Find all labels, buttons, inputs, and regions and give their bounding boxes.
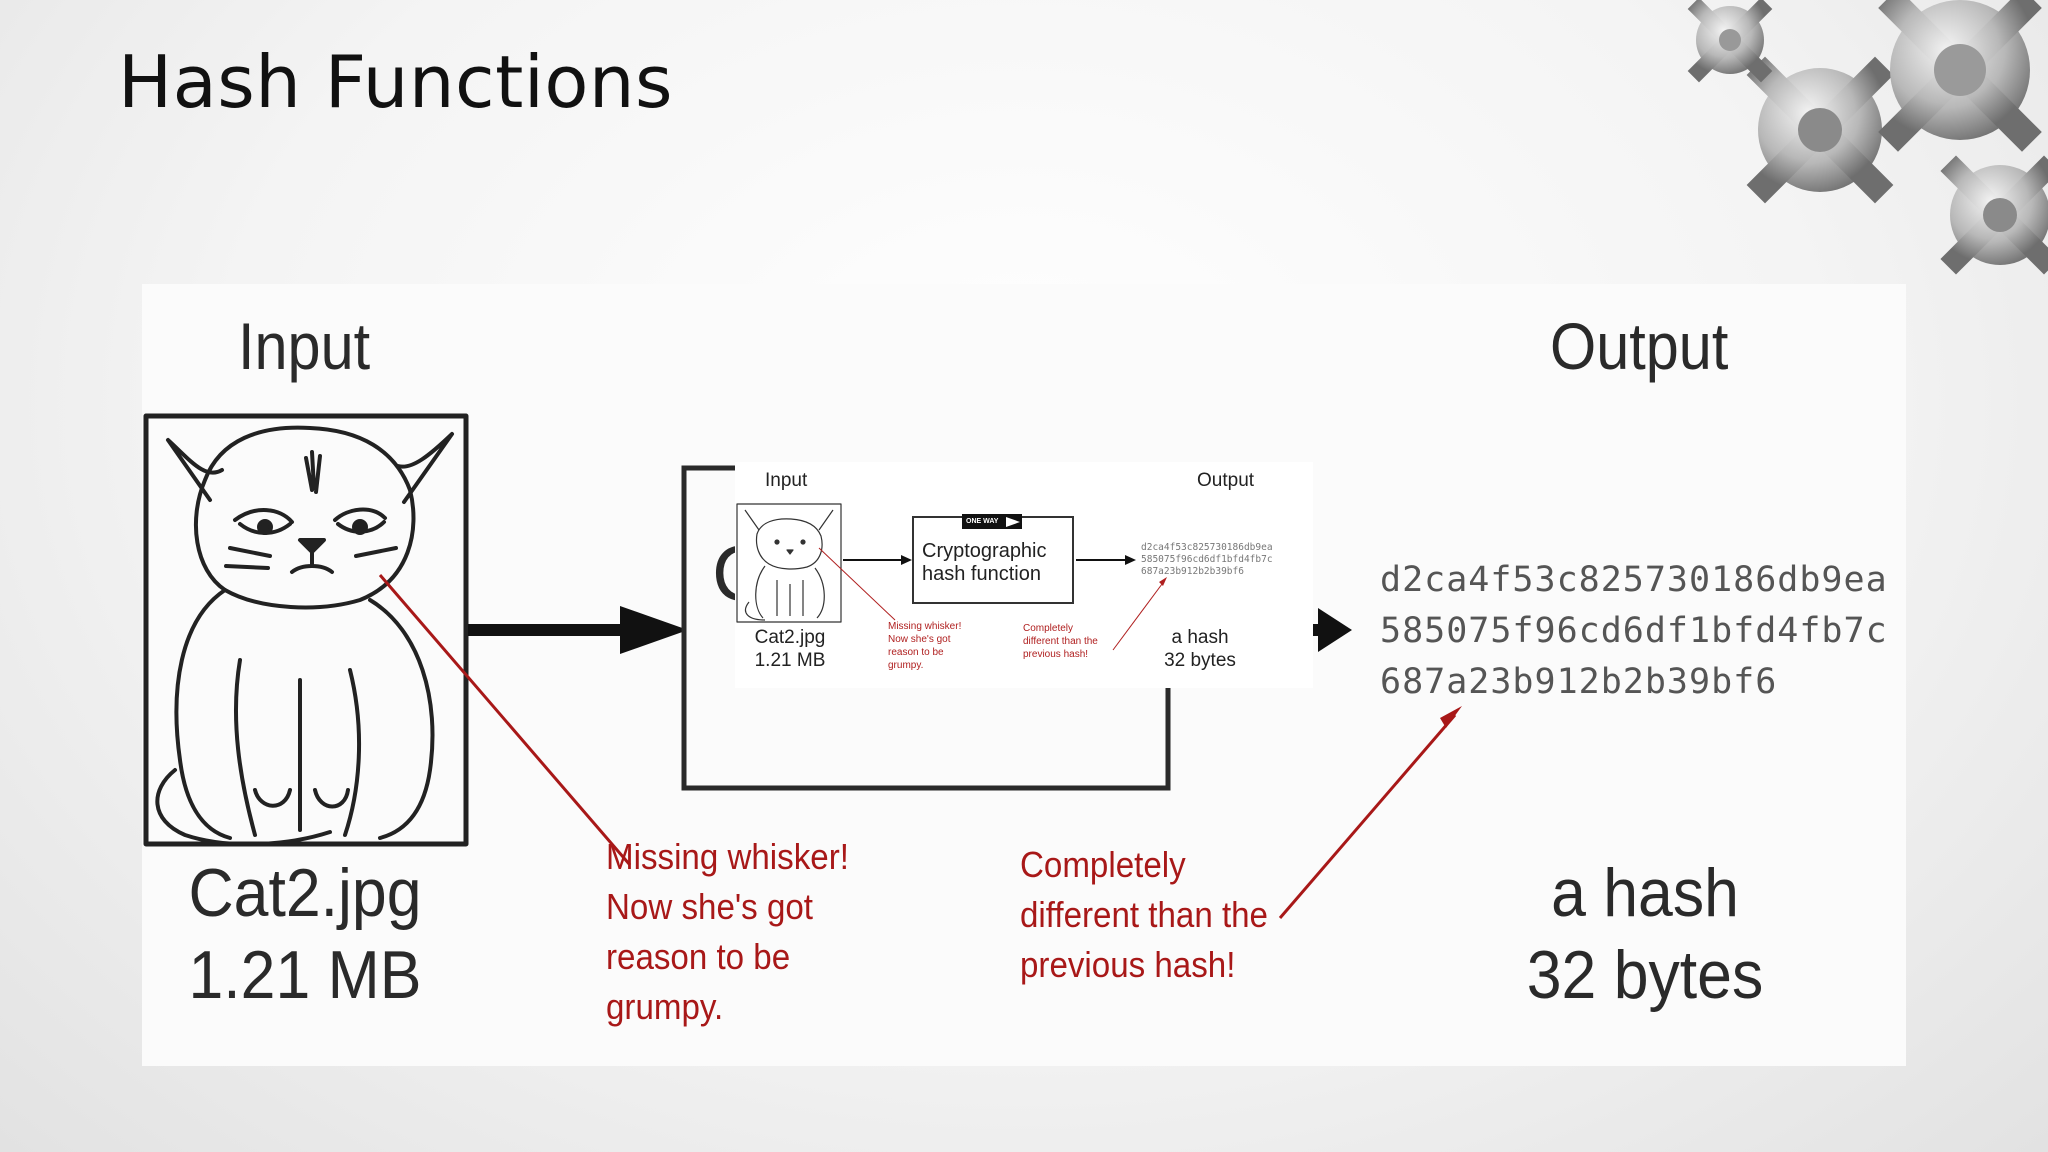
note-line: different than the [1020, 894, 1268, 935]
inset-graphics [736, 503, 1167, 651]
hash-line: d2ca4f53c825730186db9ea [1141, 542, 1273, 553]
hash-line: 687a23b912b2b39bf6 [1141, 566, 1244, 577]
note-line: different than the [1023, 636, 1098, 647]
whisker-note: Missing whisker! Now she's got reason to… [606, 832, 849, 1032]
hash-line: 585075f96cd6df1bfd4fb7c [1380, 611, 1888, 651]
input-caption: Cat2.jpg 1.21 MB [167, 852, 443, 1016]
inset-different-note: Completely different than the previous h… [1023, 622, 1098, 661]
inset-input-caption: Cat2.jpg 1.21 MB [735, 626, 845, 672]
gear-icon [1729, 39, 1911, 221]
gears-decoration [1678, 0, 2048, 289]
note-line: Completely [1020, 844, 1186, 885]
one-way-sign-icon: ONE WAY [962, 514, 1022, 529]
function-label-line: hash function [922, 563, 1041, 585]
hash-pointer-head [1440, 706, 1462, 728]
inset-output-size: 32 bytes [1164, 650, 1236, 671]
note-line: Missing whisker! [888, 621, 962, 632]
note-line: reason to be [606, 936, 791, 977]
gear-icon [1858, 0, 2048, 172]
gear-icon [1926, 141, 2048, 289]
hash-output: d2ca4f53c825730186db9ea 585075f96cd6df1b… [1380, 555, 1888, 708]
output-caption: a hash 32 bytes [1502, 852, 1787, 1016]
function-label-line: Cryptographic [922, 540, 1047, 562]
hash-pointer [1278, 714, 1457, 919]
inset-whisker-note: Missing whisker! Now she's got reason to… [888, 620, 961, 672]
inset-hash-output: d2ca4f53c825730186db9ea 585075f96cd6df1b… [1141, 542, 1273, 578]
note-line: previous hash! [1020, 944, 1236, 985]
input-filesize: 1.21 MB [188, 937, 422, 1013]
note-line: grumpy. [606, 986, 724, 1027]
cat-image [143, 413, 469, 847]
input-filename: Cat2.jpg [188, 855, 422, 931]
output-heading: Output [1550, 309, 1729, 383]
arrow-input-head [620, 606, 688, 654]
inset-hash-function-box: ONE WAY Cryptographic hash function [912, 514, 1074, 604]
inset-input-heading: Input [765, 470, 808, 491]
inset-function-label: Cryptographic hash function [922, 540, 1047, 586]
note-line: Missing whisker! [606, 836, 849, 877]
note-line: previous hash! [1023, 649, 1089, 660]
slide-title: Hash Functions [118, 40, 674, 124]
inset-output-heading: Output [1197, 470, 1255, 491]
inset-diagram: Input Output ONE WAY Cryptographic hash … [735, 462, 1313, 688]
inset-output-name: a hash [1171, 627, 1229, 648]
hash-line: 585075f96cd6df1bfd4fb7c [1141, 554, 1273, 565]
gear-icon [1678, 0, 1782, 92]
cat-image [736, 503, 842, 623]
inset-input-filesize: 1.21 MB [754, 650, 826, 671]
note-line: Completely [1023, 623, 1074, 634]
arrow-output-head [1318, 608, 1352, 652]
note-line: Now she's got [606, 886, 813, 927]
whisker-pointer [378, 574, 632, 866]
note-line: reason to be [888, 647, 944, 658]
note-line: Now she's got [888, 634, 951, 645]
inset-output-caption: a hash 32 bytes [1145, 626, 1255, 672]
different-note: Completely different than the previous h… [1020, 840, 1268, 990]
output-name: a hash [1551, 855, 1739, 931]
inset-input-filename: Cat2.jpg [754, 627, 826, 648]
note-line: grumpy. [888, 660, 924, 671]
input-heading: Input [238, 309, 371, 383]
output-size: 32 bytes [1526, 937, 1764, 1013]
hash-line: 687a23b912b2b39bf6 [1380, 662, 1778, 702]
hash-line: d2ca4f53c825730186db9ea [1380, 560, 1888, 600]
